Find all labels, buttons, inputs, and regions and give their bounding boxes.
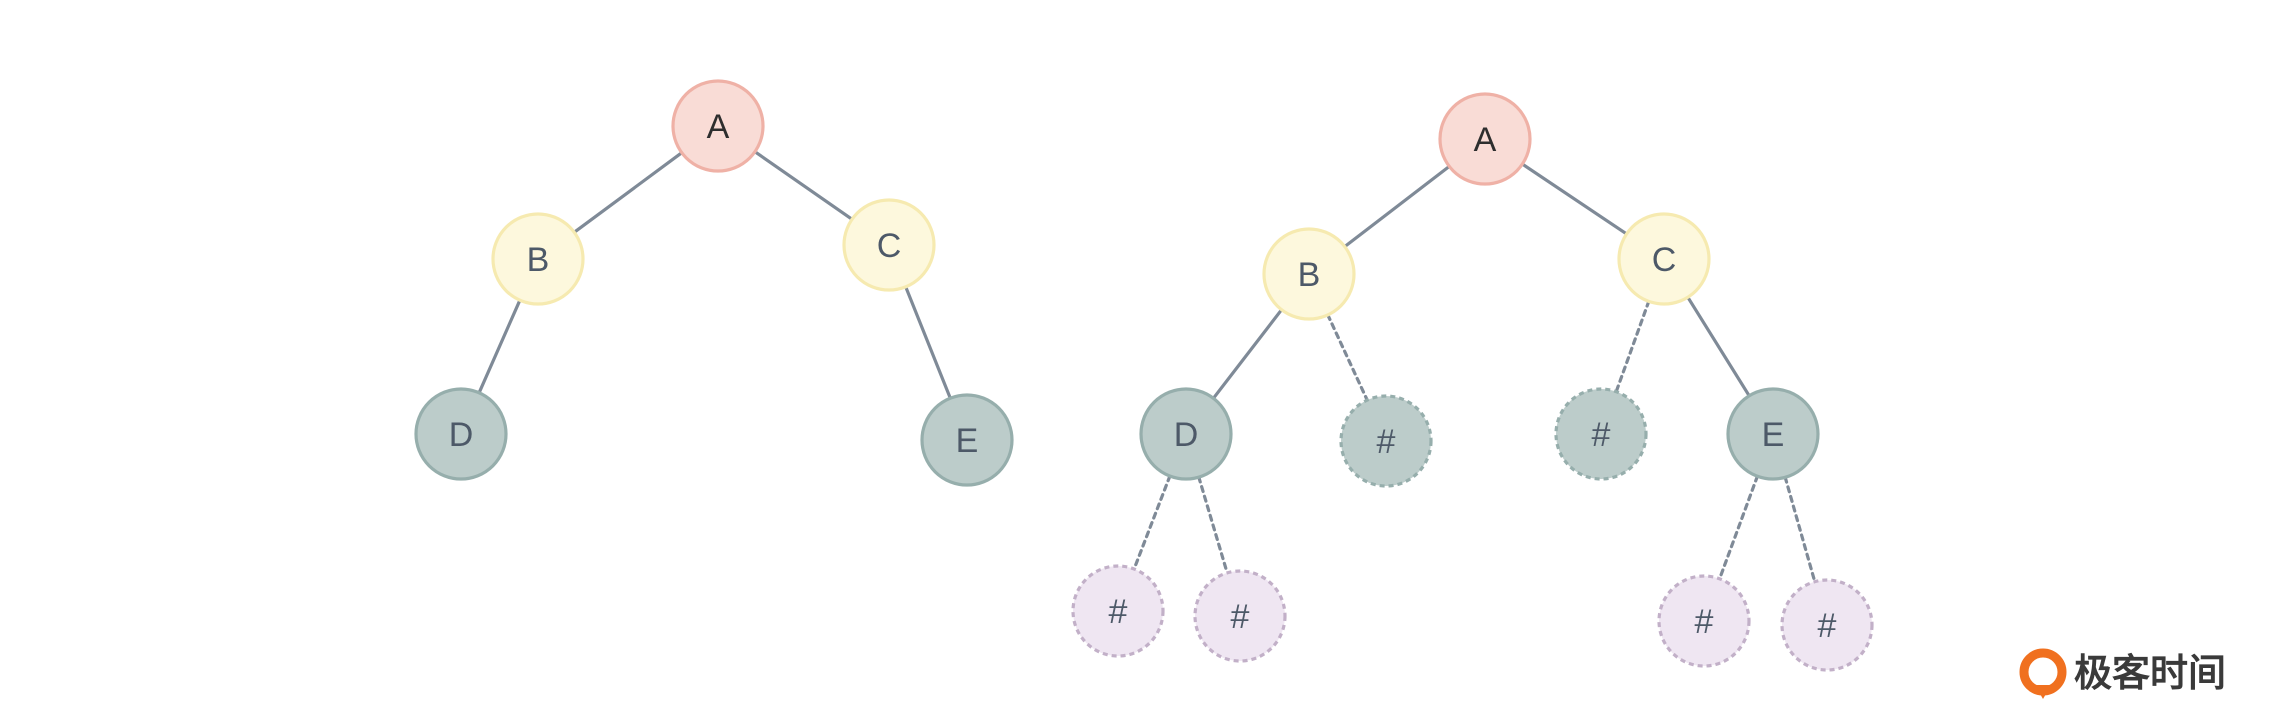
geektime-logo-icon — [2019, 648, 2067, 699]
edge-t2-c-t2-c-null — [1614, 299, 1651, 394]
edge-t1-b-t1-d — [477, 298, 522, 395]
node-label: # — [1695, 603, 1714, 641]
node-label: C — [877, 227, 902, 265]
tree-node-t2-c: C — [1617, 212, 1711, 306]
node-label: B — [1298, 256, 1321, 294]
node-label: A — [707, 108, 730, 146]
edge-t2-e-t2-e-null-left — [1717, 474, 1760, 581]
tree-node-t1-e: E — [920, 393, 1014, 487]
edge-t2-c-t2-e — [1686, 295, 1751, 398]
tree-node-t2-b: B — [1262, 227, 1356, 321]
node-label: # — [1109, 593, 1128, 631]
tree-node-t2-e: E — [1726, 387, 1820, 481]
node-label: # — [1592, 416, 1611, 454]
node-circle — [1193, 569, 1287, 663]
node-circle — [1262, 227, 1356, 321]
node-circle — [1726, 387, 1820, 481]
tree-node-t2-e-null-left: # — [1657, 574, 1751, 668]
nodes-layer: A B C D E A B C D # # E # # # # — [414, 79, 1874, 672]
edges-layer — [477, 150, 1817, 584]
tree-node-t2-d-null-left: # — [1071, 564, 1165, 658]
edge-t1-c-t1-e — [904, 285, 952, 400]
tree-node-t2-e-null-right: # — [1780, 578, 1874, 672]
node-circle — [1657, 574, 1751, 668]
node-circle — [414, 387, 508, 481]
node-label: # — [1818, 607, 1837, 645]
node-label: # — [1377, 423, 1396, 461]
node-circle — [842, 198, 936, 292]
node-circle — [1617, 212, 1711, 306]
tree-node-t1-b: B — [491, 212, 585, 306]
node-label: B — [527, 241, 550, 279]
tree-node-t1-c: C — [842, 198, 936, 292]
node-circle — [920, 393, 1014, 487]
tree-node-t2-d: D — [1139, 387, 1233, 481]
node-circle — [1554, 387, 1648, 481]
geektime-logo: 极客时间 — [2019, 648, 2226, 699]
tree-node-t2-a: A — [1438, 92, 1532, 186]
node-circle — [1780, 578, 1874, 672]
node-circle — [491, 212, 585, 306]
node-label: A — [1474, 121, 1497, 159]
tree-node-t2-d-null-right: # — [1193, 569, 1287, 663]
edge-t2-a-t2-b — [1343, 164, 1451, 249]
edge-t2-d-t2-d-null-left — [1132, 474, 1172, 571]
edge-t2-d-t2-d-null-right — [1197, 475, 1229, 575]
tree-node-t1-d: D — [414, 387, 508, 481]
edge-t2-b-t2-b-null — [1326, 313, 1369, 402]
tree-node-t2-c-null: # — [1554, 387, 1648, 481]
edge-t1-a-t1-c — [753, 150, 854, 221]
edge-t2-a-t2-c — [1520, 162, 1629, 236]
node-circle — [1139, 387, 1233, 481]
node-label: E — [1762, 416, 1785, 454]
node-circle — [1071, 564, 1165, 658]
node-label: # — [1231, 598, 1250, 636]
geektime-logo-text: 极客时间 — [2074, 651, 2226, 695]
tree-node-t2-b-null: # — [1339, 394, 1433, 488]
edge-t2-b-t2-d — [1211, 308, 1284, 400]
node-circle — [1438, 92, 1532, 186]
node-label: E — [956, 422, 979, 460]
tree-node-t1-a: A — [671, 79, 765, 173]
edge-t2-e-t2-e-null-right — [1783, 475, 1817, 584]
node-label: D — [1174, 416, 1199, 454]
node-label: D — [449, 416, 474, 454]
node-circle — [1339, 394, 1433, 488]
node-label: C — [1652, 241, 1677, 279]
edge-t1-a-t1-b — [572, 151, 684, 234]
node-circle — [671, 79, 765, 173]
